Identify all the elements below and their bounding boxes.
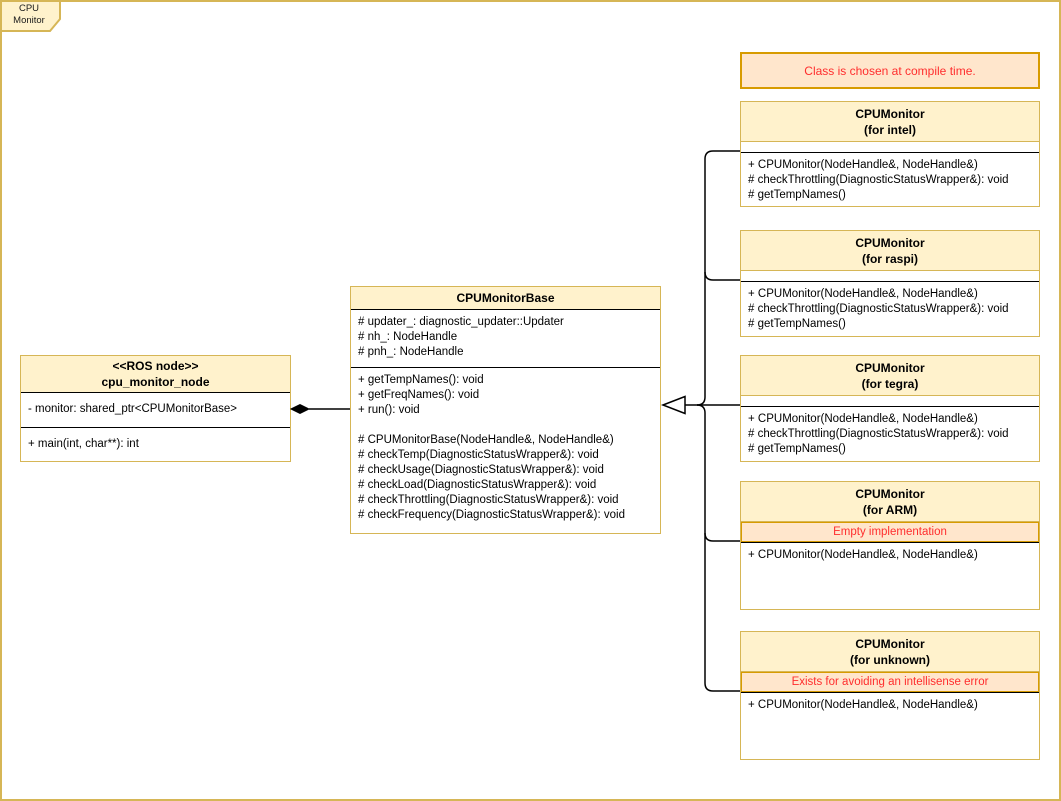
- class-variant: (for unknown): [850, 652, 930, 667]
- composition-diamond-icon: [289, 403, 311, 415]
- class-cpu-monitor-base-header: CPUMonitorBase: [351, 287, 660, 310]
- class-name: cpu_monitor_node: [101, 375, 210, 389]
- page-tab-polygon: [0, 0, 61, 32]
- class-cpu-monitor-unknown: CPUMonitor (for unknown) Exists for avoi…: [740, 631, 1040, 760]
- class-name: CPUMonitor: [855, 486, 925, 501]
- class-cpu-monitor-base: CPUMonitorBase # updater_: diagnostic_up…: [350, 286, 661, 534]
- class-variant: (for tegra): [861, 376, 919, 391]
- note-intellisense-error: Exists for avoiding an intellisense erro…: [741, 672, 1039, 692]
- class-cpu-monitor-node: <<ROS node>> cpu_monitor_node - monitor:…: [20, 355, 291, 462]
- methods-compartment: + CPUMonitor(NodeHandle&, NodeHandle&) #…: [741, 281, 1039, 336]
- class-stereotype: <<ROS node>>: [112, 359, 199, 373]
- methods-compartment: + main(int, char**): int: [21, 426, 290, 462]
- class-name: CPUMonitor: [855, 360, 925, 375]
- note-text: Class is chosen at compile time.: [804, 63, 976, 78]
- attributes-compartment: - monitor: shared_ptr<CPUMonitorBase>: [28, 403, 238, 416]
- class-cpu-monitor-tegra-header: CPUMonitor (for tegra): [741, 356, 1039, 396]
- class-variant: (for intel): [864, 122, 916, 137]
- class-variant: (for ARM): [862, 502, 918, 517]
- inheritance-triangle-icon: [660, 395, 686, 415]
- class-name: CPUMonitorBase: [456, 291, 555, 305]
- class-cpu-monitor-arm: CPUMonitor (for ARM) Empty implementatio…: [740, 481, 1040, 610]
- class-cpu-monitor-intel: CPUMonitor (for intel) + CPUMonitor(Node…: [740, 101, 1040, 207]
- inheritance-connector-intel: [696, 150, 740, 406]
- class-name: CPUMonitor: [855, 106, 925, 121]
- note-compile-time: Class is chosen at compile time.: [740, 52, 1040, 89]
- page-tab-shape: [0, 0, 61, 32]
- class-variant: (for raspi): [861, 251, 918, 266]
- class-cpu-monitor-raspi-header: CPUMonitor (for raspi): [741, 231, 1039, 271]
- methods-compartment: + CPUMonitor(NodeHandle&, NodeHandle&): [741, 692, 1039, 759]
- class-name: CPUMonitor: [855, 636, 925, 651]
- class-cpu-monitor-unknown-header: CPUMonitor (for unknown): [741, 632, 1039, 672]
- class-cpu-monitor-intel-header: CPUMonitor (for intel): [741, 102, 1039, 142]
- methods-compartment: + CPUMonitor(NodeHandle&, NodeHandle&): [741, 542, 1039, 609]
- attributes-compartment: # updater_: diagnostic_updater::Updater …: [358, 316, 564, 358]
- inheritance-connector-unknown: [696, 404, 740, 692]
- class-cpu-monitor-tegra: CPUMonitor (for tegra) + CPUMonitor(Node…: [740, 355, 1040, 462]
- methods-compartment: + getTempNames(): void + getFreqNames():…: [351, 367, 660, 533]
- methods-compartment: + CPUMonitor(NodeHandle&, NodeHandle&) #…: [741, 406, 1039, 461]
- attributes-compartment-empty: [741, 142, 1039, 152]
- inheritance-connector-arm: [704, 532, 740, 542]
- inheritance-connector-raspi: [704, 271, 740, 281]
- class-cpu-monitor-raspi: CPUMonitor (for raspi) + CPUMonitor(Node…: [740, 230, 1040, 337]
- note-empty-implementation: Empty implementation: [741, 522, 1039, 542]
- methods-compartment: + CPUMonitor(NodeHandle&, NodeHandle&) #…: [741, 152, 1039, 206]
- class-cpu-monitor-node-header: <<ROS node>> cpu_monitor_node: [21, 356, 290, 393]
- attributes-compartment-empty: [741, 271, 1039, 281]
- attributes-compartment-empty: [741, 396, 1039, 406]
- page-tab-label[interactable]: CPU Monitor: [13, 3, 45, 26]
- class-cpu-monitor-arm-header: CPUMonitor (for ARM): [741, 482, 1039, 522]
- class-name: CPUMonitor: [855, 235, 925, 250]
